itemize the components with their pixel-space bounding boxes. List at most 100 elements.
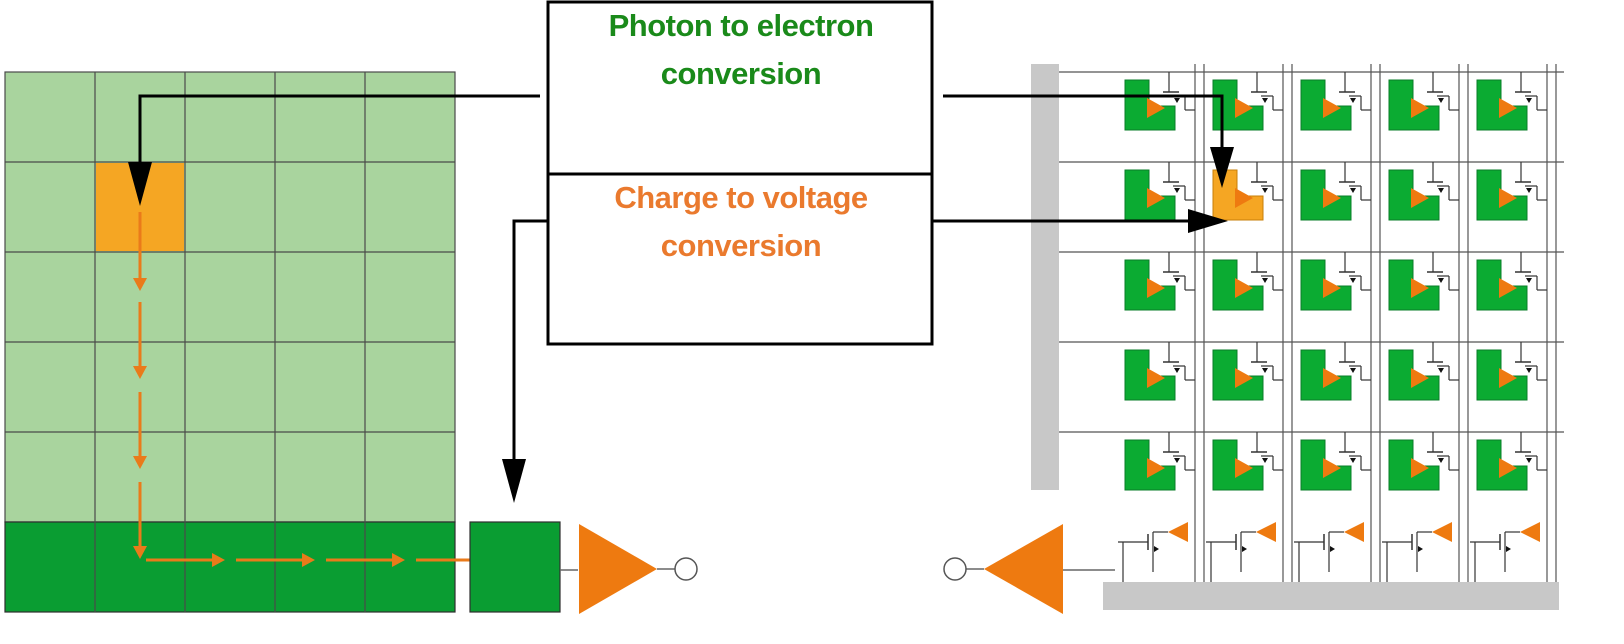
photodiode-icon	[1388, 169, 1440, 221]
cmos-pixel	[1388, 432, 1459, 491]
cmos-pixel	[1300, 432, 1371, 491]
cmos-pixel	[1300, 72, 1371, 131]
cmos-pixel	[1388, 342, 1459, 401]
pixel-amp-icon	[1411, 188, 1429, 208]
ccd-output-node	[469, 521, 561, 613]
cmos-pixel	[1300, 162, 1371, 221]
photodiode-icon	[1388, 79, 1440, 131]
cmos-amplifier-icon	[984, 524, 1063, 614]
cmos-pixel	[1476, 162, 1547, 221]
column-amplifier	[1118, 522, 1188, 582]
photon-to-electron-label: Photon to electron conversion	[548, 2, 934, 98]
pixel-amp-icon	[1411, 278, 1429, 298]
transistor-arrow-icon	[1438, 278, 1444, 283]
column-amplifier	[1206, 522, 1276, 582]
pixel-amp-icon	[1411, 98, 1429, 118]
transistor-arrow-icon	[1526, 458, 1532, 463]
transistor-arrow-icon	[1350, 188, 1356, 193]
col-amp-icon	[1520, 522, 1540, 542]
photodiode-icon	[1300, 439, 1352, 491]
transistor-arrow-icon	[1174, 278, 1180, 283]
pixel-amp-icon	[1147, 368, 1165, 388]
pixel-amp-icon	[1147, 278, 1165, 298]
cmos-pixel	[1476, 342, 1547, 401]
charge-to-cmos-arrowhead	[1188, 209, 1228, 233]
pixel-amp-icon	[1323, 188, 1341, 208]
photon-to-cmos-arrow	[943, 94, 1224, 150]
photodiode-icon	[1476, 439, 1528, 491]
col-transistor-arrow-icon	[1418, 546, 1423, 552]
photodiode-icon	[1212, 259, 1264, 311]
pixel-amp-icon	[1147, 188, 1165, 208]
photodiode-icon	[1300, 259, 1352, 311]
charge-to-ccd-arrowhead	[502, 459, 526, 503]
charge-callout-box	[546, 172, 934, 346]
pixel-amp-icon	[1499, 368, 1517, 388]
cmos-pixel	[1124, 432, 1195, 491]
cmos-pixel	[1212, 252, 1283, 311]
cmos-pixel	[1388, 162, 1459, 221]
cmos-grid-wires	[1059, 64, 1564, 582]
col-amp-icon	[1432, 522, 1452, 542]
ccd-grid-lines	[5, 72, 455, 612]
transistor-arrow-icon	[1350, 98, 1356, 103]
pixel-amp-icon	[1323, 98, 1341, 118]
ccd-pixel-array	[4, 71, 456, 523]
column-amplifier	[1294, 522, 1364, 582]
transistor-arrow-icon	[1174, 368, 1180, 373]
pixel-amp-icon	[1411, 458, 1429, 478]
transistor-arrow-icon	[1526, 368, 1532, 373]
cmos-column-readout-bus	[1103, 582, 1559, 610]
ccd-sensor	[4, 71, 698, 614]
pixel-amp-icon	[1499, 188, 1517, 208]
photon-to-cmos-arrowhead	[1210, 147, 1234, 188]
cmos-pixel	[1476, 252, 1547, 311]
transistor-arrow-icon	[1262, 458, 1268, 463]
photon-to-ccd-arrow	[138, 94, 540, 165]
cmos-pixel	[1388, 252, 1459, 311]
col-transistor-arrow-icon	[1506, 546, 1511, 552]
photon-label-line-1: Photon to electron	[608, 8, 874, 43]
pixel-amp-icon	[1499, 278, 1517, 298]
col-amp-icon	[1256, 522, 1276, 542]
col-amp-icon	[1344, 522, 1364, 542]
cmos-pixel	[1124, 252, 1195, 311]
transistor-arrow-icon	[1350, 368, 1356, 373]
cmos-pixel	[1212, 72, 1283, 131]
transistor-arrow-icon	[1438, 188, 1444, 193]
pixel-amp-icon	[1411, 368, 1429, 388]
cmos-row-select-bus	[1031, 64, 1059, 490]
transistor-arrow-icon	[1262, 188, 1268, 193]
pixel-amp-icon	[1147, 458, 1165, 478]
transistor-arrow-icon	[1526, 188, 1532, 193]
transistor-arrow-icon	[1174, 458, 1180, 463]
transistor-arrow-icon	[1526, 278, 1532, 283]
cmos-column-amplifiers	[1118, 522, 1540, 582]
photodiode-icon	[1388, 259, 1440, 311]
photodiode-icon	[1212, 439, 1264, 491]
photon-callout-box	[546, 0, 934, 176]
photodiode-icon	[1124, 439, 1176, 491]
column-amplifier	[1470, 522, 1540, 582]
photodiode-icon	[1300, 169, 1352, 221]
transistor-arrow-icon	[1262, 98, 1268, 103]
cmos-pixel	[1300, 252, 1371, 311]
photodiode-icon	[1124, 259, 1176, 311]
photon-to-ccd-arrowhead	[128, 162, 152, 206]
pixel-amp-icon	[1235, 98, 1253, 118]
pixel-amp-icon	[1323, 278, 1341, 298]
col-amp-icon	[1168, 522, 1188, 542]
transistor-arrow-icon	[1526, 98, 1532, 103]
transistor-arrow-icon	[1174, 188, 1180, 193]
photodiode-icon	[1124, 349, 1176, 401]
ccd-vertical-transfer-arrows	[133, 212, 147, 559]
transistor-arrow-icon	[1350, 458, 1356, 463]
ccd-readout-register	[4, 521, 456, 613]
photodiode-icon	[1476, 169, 1528, 221]
pixel-amp-icon	[1235, 188, 1253, 208]
photodiode-icon	[1388, 349, 1440, 401]
pixel-amp-icon	[1323, 368, 1341, 388]
pointer-arrows	[128, 94, 1234, 503]
photodiode-icon	[1476, 259, 1528, 311]
